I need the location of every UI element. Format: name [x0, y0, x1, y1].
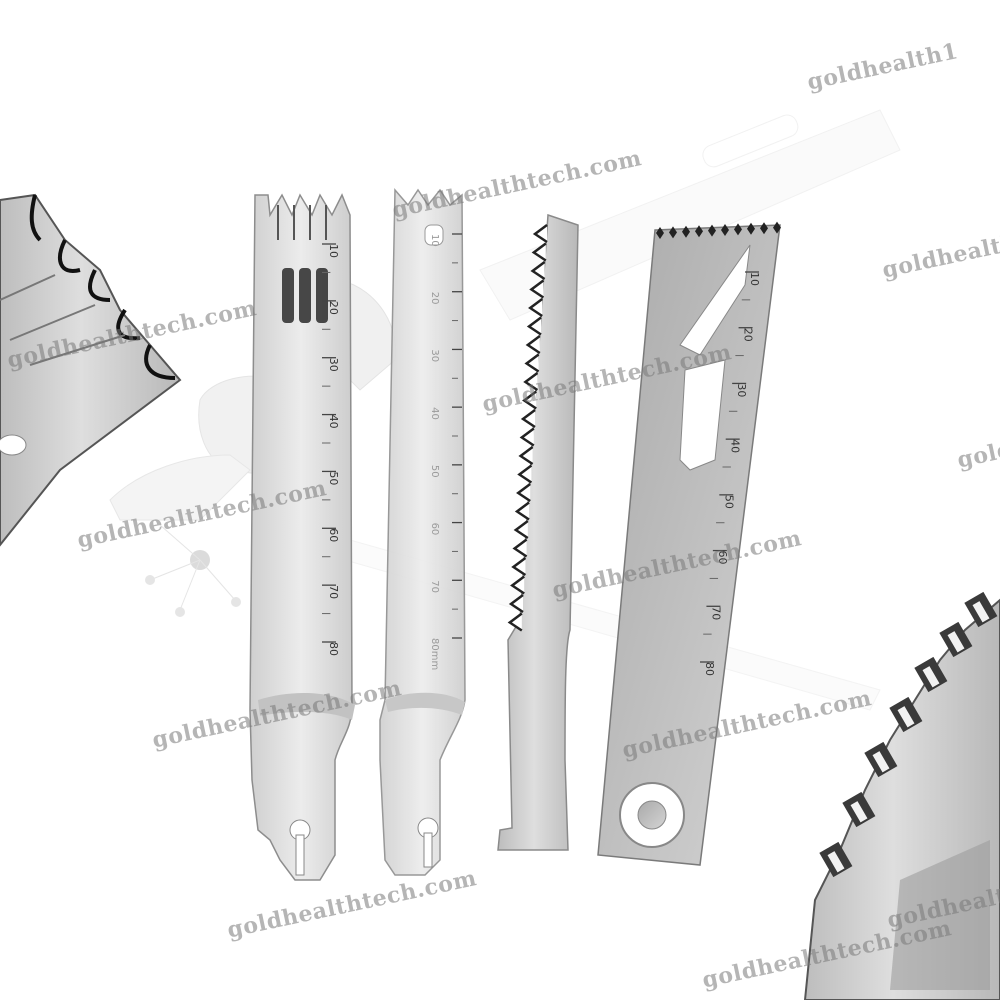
saw-tooth	[512, 538, 528, 558]
scale-label: 40	[327, 415, 340, 429]
scale-label: 80	[703, 662, 716, 676]
scale-label: 70	[327, 585, 340, 599]
scale-label: 30	[327, 358, 340, 372]
blade-4: 10 20 30 40 50 60 70 80	[597, 221, 781, 866]
blade-tooth	[734, 223, 742, 236]
saw-tooth	[516, 483, 531, 503]
blade-1: 10 20 30 40 50 60 70 80	[249, 193, 355, 881]
tooth-highlight	[827, 851, 845, 873]
tooth-highlight	[922, 666, 940, 688]
blade-tooth	[695, 225, 703, 238]
scale-label: 10	[429, 234, 440, 247]
saw-tooth	[508, 594, 524, 614]
scale-label: 30	[429, 349, 440, 362]
scale-label: 60	[327, 528, 340, 542]
scale-label: 20	[742, 328, 755, 342]
saw-tooth	[522, 390, 537, 410]
scale-label: 40	[429, 407, 440, 420]
scale-label: 60	[716, 551, 729, 565]
tooth-highlight	[972, 601, 990, 623]
saw-tooth	[526, 316, 542, 336]
blade-tooth	[669, 226, 677, 239]
blade-tooth	[708, 224, 716, 237]
saw-tooth	[519, 427, 535, 447]
scale-label: 70	[429, 580, 440, 593]
blade-tooth	[760, 222, 768, 235]
saw-tooth	[517, 464, 533, 484]
saw-tooth	[507, 612, 523, 632]
saw-tooth	[513, 520, 529, 540]
scale-label: 70	[709, 606, 722, 620]
blade-tooth	[747, 222, 755, 235]
saw-tooth	[528, 298, 543, 318]
blade-tooth	[682, 225, 690, 238]
saw-tooth	[530, 261, 546, 281]
blade-tooth	[773, 221, 781, 234]
scale-label: 10	[748, 272, 761, 286]
scale-label: 20	[327, 301, 340, 315]
saw-tooth	[525, 335, 541, 355]
blade-closeup-left	[0, 193, 182, 547]
scale-label: 20	[429, 292, 440, 305]
scale-label: 10	[327, 244, 340, 258]
saw-tooth	[523, 372, 539, 392]
scale-label: 40	[729, 439, 742, 453]
scale-label: 80mm	[429, 638, 440, 670]
blade-closeup-right	[803, 591, 1000, 1000]
tooth-highlight	[947, 631, 965, 653]
saw-tooth	[532, 224, 548, 244]
saw-tooth	[524, 353, 540, 373]
blade-3	[497, 213, 579, 851]
scale-label: 30	[735, 383, 748, 397]
tooth-highlight	[872, 751, 890, 773]
saw-tooth	[529, 279, 545, 299]
tooth-highlight	[850, 801, 868, 823]
blade-2: 10 20 30 40 50 60 70 80mm	[379, 188, 466, 876]
scale-label: 80	[327, 642, 340, 656]
saw-tooth	[511, 557, 527, 577]
saw-tooth	[510, 575, 525, 595]
saw-tooth	[514, 501, 530, 521]
blade-tooth	[721, 224, 729, 236]
tooth-highlight	[897, 706, 915, 728]
scale-label: 60	[429, 523, 440, 536]
saw-tooth	[531, 242, 547, 262]
saw-tooth	[518, 446, 534, 466]
scale-label: 50	[429, 465, 440, 478]
blade-tooth	[656, 227, 664, 239]
scale-label: 50	[327, 471, 340, 485]
saw-tooth	[520, 409, 536, 429]
scale-label: 50	[722, 495, 735, 509]
